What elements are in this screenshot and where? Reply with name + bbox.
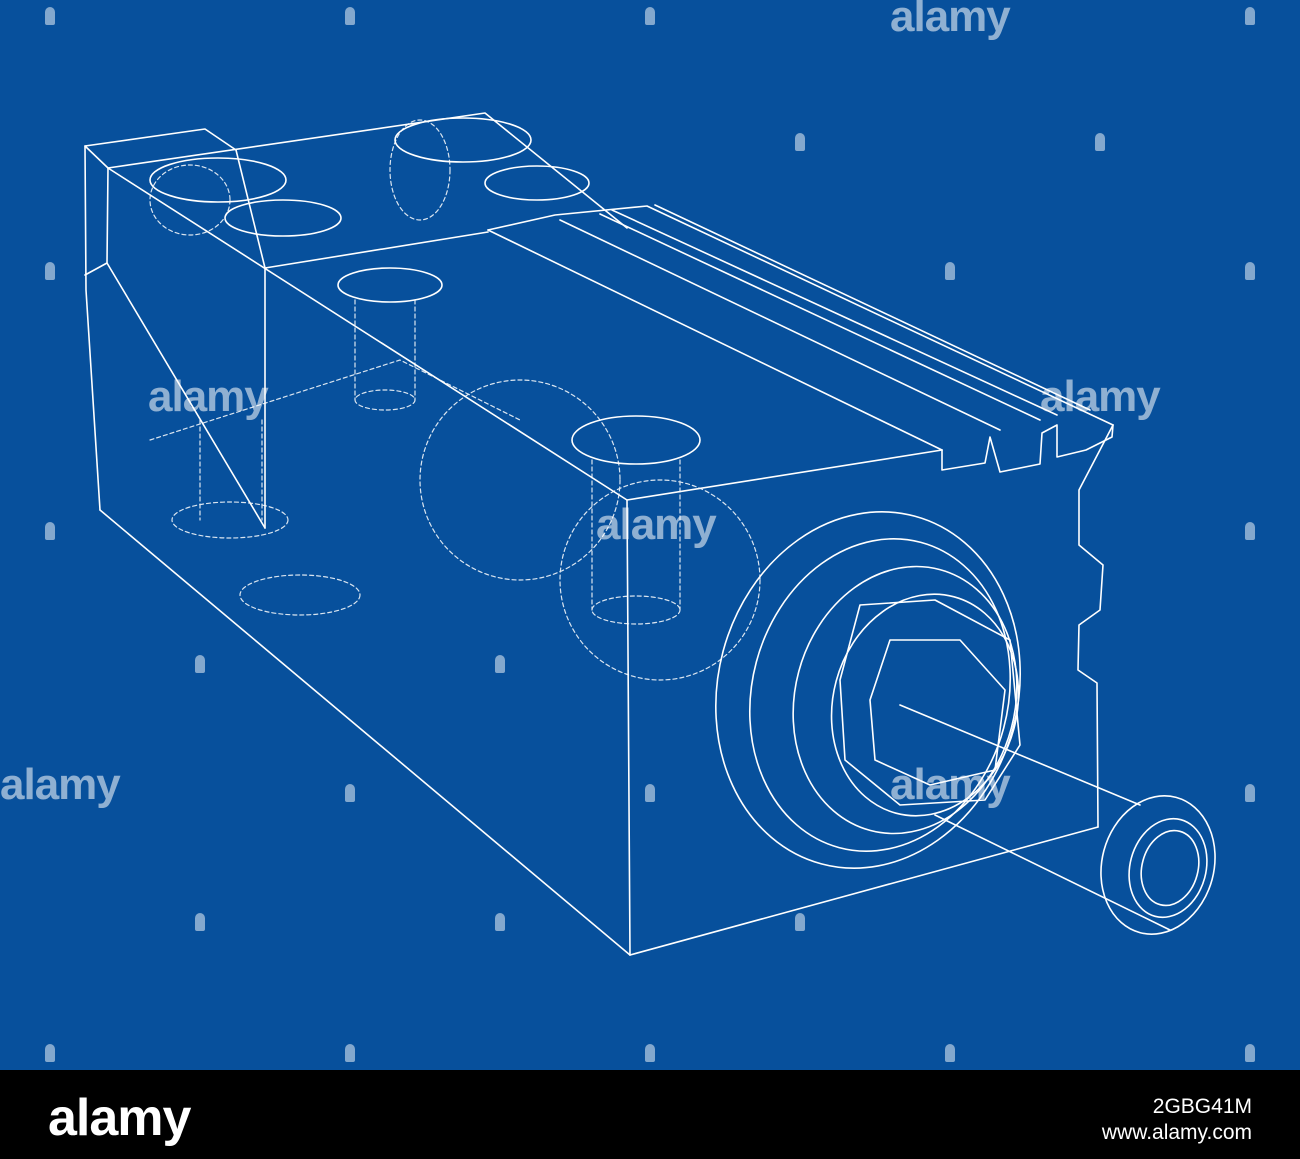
site-url: www.alamy.com	[1101, 1121, 1252, 1144]
image-info: 2GBG41M www.alamy.com	[1102, 1094, 1252, 1146]
top-rails	[559, 204, 1091, 431]
left-panel	[106, 149, 489, 529]
cylinder-wireframe-drawing	[84, 112, 1216, 956]
footer-bar: alamy 2GBG41M www.alamy.com	[0, 1070, 1300, 1159]
hidden-internals	[149, 119, 761, 681]
image-canvas: alamy alamy alamy alamy alamy alamy	[0, 0, 1300, 1070]
end-face	[487, 205, 1114, 828]
rod-assembly	[715, 511, 1216, 935]
alamy-logo: alamy	[48, 1089, 191, 1147]
top-ports	[149, 117, 701, 465]
image-code: 2GBG41M	[1152, 1095, 1252, 1118]
